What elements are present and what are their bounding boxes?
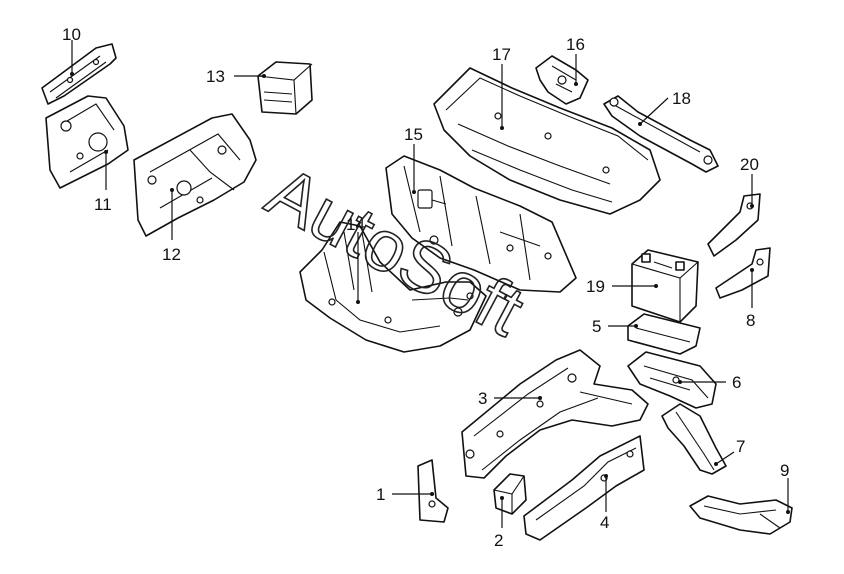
part-3-side-member [461,349,649,479]
part-16-fitting [535,55,589,105]
part-13-box [257,61,313,115]
callout-6: 6 [732,373,741,392]
part-5-tray-plate [627,313,701,355]
callout-19: 19 [586,277,605,296]
part-18-linkage [603,95,719,173]
callout-17: 17 [492,45,511,64]
callout-15: 15 [404,125,423,144]
callout-labels: 10 11 12 13 14 15 16 17 18 20 19 8 5 6 3… [62,25,789,550]
callout-5: 5 [592,317,601,336]
callout-11: 11 [94,195,112,214]
part-10-rail-bracket [41,43,117,105]
part-1-bracket [417,459,449,523]
callout-8: 8 [746,311,755,330]
part-12-apron-panel [133,113,257,237]
callout-20: 20 [740,155,759,174]
part-7-vertical-bracket [661,403,727,475]
part-11-shock-tower [45,95,129,189]
part-19-battery [631,249,699,323]
part-2-block [493,473,527,515]
part-15-dash-panel [385,155,577,293]
callout-10: 10 [62,25,81,44]
callout-2: 2 [494,531,503,550]
callout-13: 13 [206,67,225,86]
part-9-lower-bracket [689,495,793,535]
callout-4: 4 [600,513,609,532]
part-8-bracket [715,247,771,299]
leader-lines [70,40,790,528]
callout-3: 3 [478,389,487,408]
part-4-rear-member [523,435,645,541]
callout-7: 7 [736,437,745,456]
callout-1: 1 [376,485,385,504]
callout-9: 9 [780,461,789,480]
callout-18: 18 [672,89,691,108]
part-6-tray-bracket [627,351,717,409]
part-14-lower-bracket [299,221,487,353]
callout-16: 16 [566,35,585,54]
callout-12: 12 [162,245,181,264]
part-17-cowl-plenum [433,67,661,215]
callout-14: 14 [346,215,365,234]
